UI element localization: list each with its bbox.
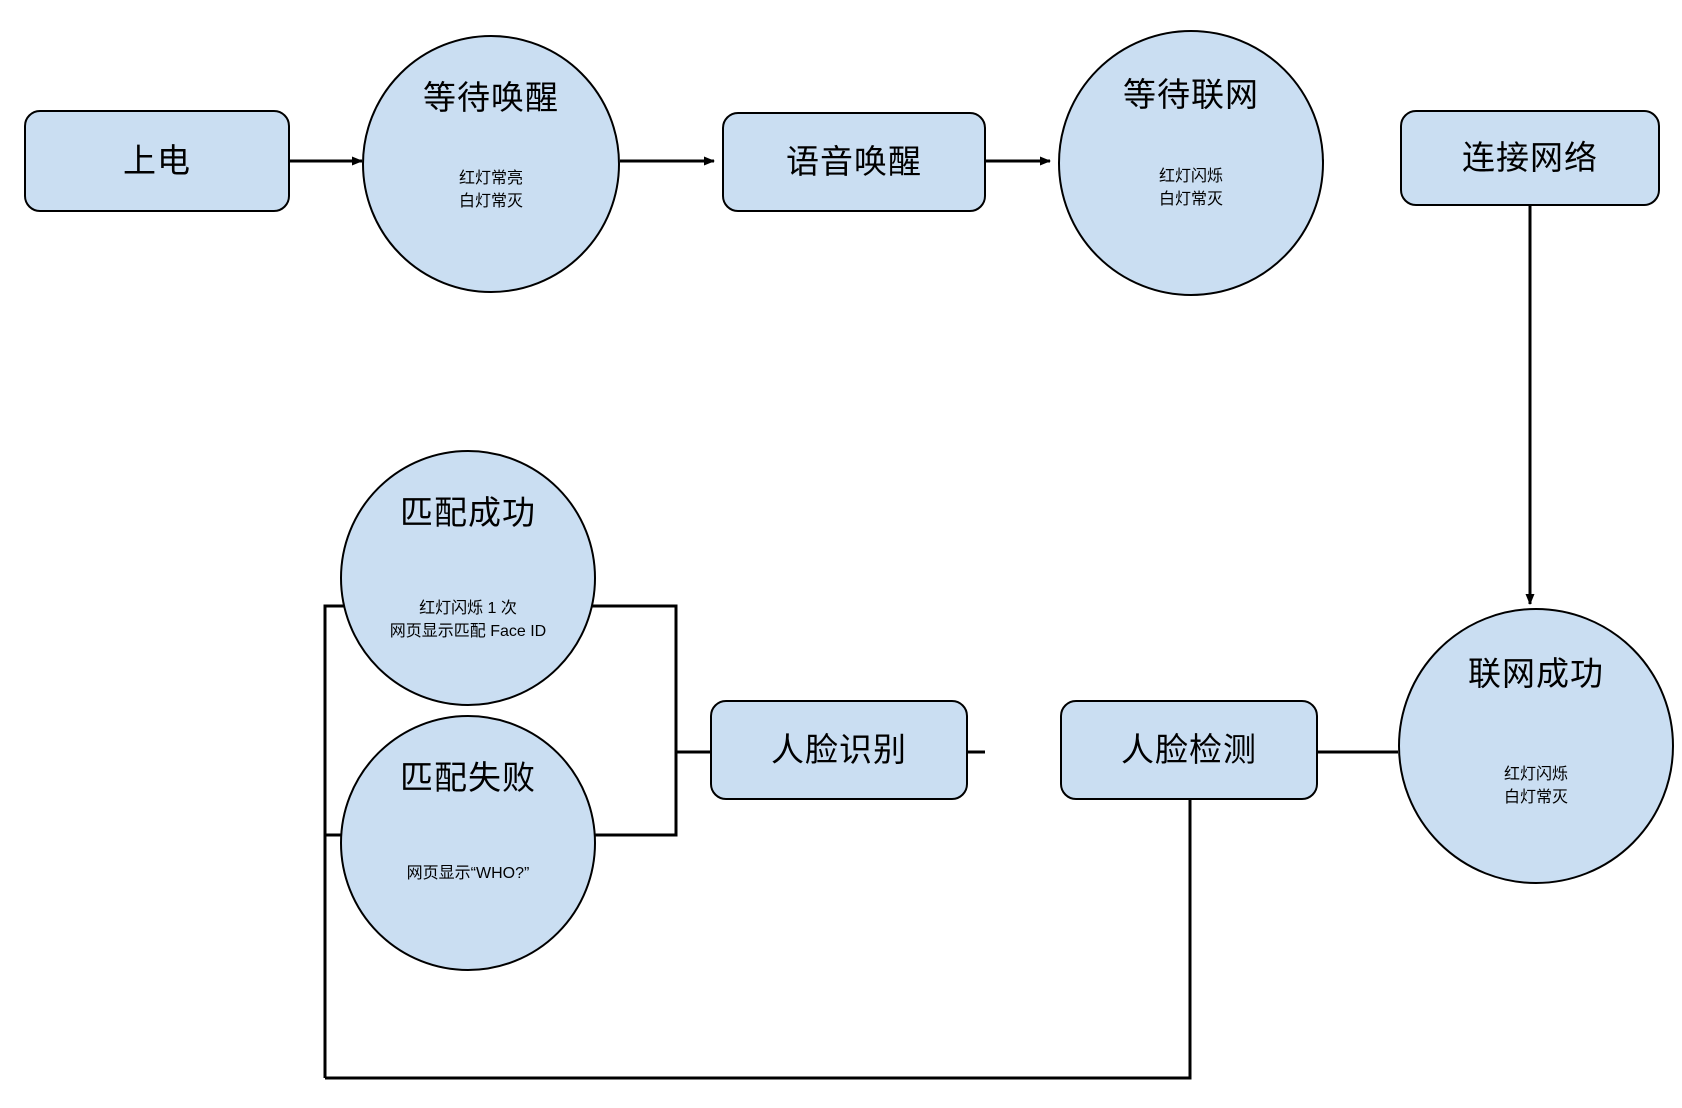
node-face-detect[interactable]: 人脸检测: [1060, 700, 1318, 800]
node-connect-network-label: 连接网络: [1462, 138, 1598, 176]
node-match-success-label: 匹配成功: [400, 493, 536, 531]
node-voice-wake-label: 语音唤醒: [786, 142, 922, 180]
node-network-success[interactable]: 联网成功 红灯闪烁 白灯常灭: [1398, 608, 1674, 884]
node-wait-network-sub: 红灯闪烁 白灯常灭: [1158, 168, 1223, 209]
node-match-success[interactable]: 匹配成功 红灯闪烁 1 次 网页显示匹配 Face ID: [340, 450, 596, 706]
node-face-detect-label: 人脸检测: [1121, 730, 1257, 768]
node-power-on-label: 上电: [123, 141, 191, 179]
node-face-recognize-label: 人脸识别: [771, 730, 907, 768]
node-wait-network[interactable]: 等待联网 红灯闪烁 白灯常灭: [1058, 30, 1324, 296]
node-wait-wake-sub: 红灯常亮 白灯常灭: [458, 170, 523, 211]
node-power-on[interactable]: 上电: [24, 110, 290, 212]
node-match-fail-sub: 网页显示“WHO?”: [406, 864, 530, 882]
node-network-success-label: 联网成功: [1468, 655, 1604, 693]
node-face-recognize[interactable]: 人脸识别: [710, 700, 968, 800]
node-connect-network[interactable]: 连接网络: [1400, 110, 1660, 206]
node-match-fail[interactable]: 匹配失败 网页显示“WHO?”: [340, 715, 596, 971]
node-voice-wake[interactable]: 语音唤醒: [722, 112, 986, 212]
node-wait-wake[interactable]: 等待唤醒 红灯常亮 白灯常灭: [362, 35, 620, 293]
node-wait-network-label: 等待联网: [1123, 75, 1259, 113]
node-network-success-sub: 红灯闪烁 白灯常灭: [1503, 766, 1568, 807]
node-match-success-sub: 红灯闪烁 1 次 网页显示匹配 Face ID: [389, 599, 547, 640]
node-match-fail-label: 匹配失败: [400, 758, 536, 796]
node-wait-wake-label: 等待唤醒: [423, 79, 559, 117]
